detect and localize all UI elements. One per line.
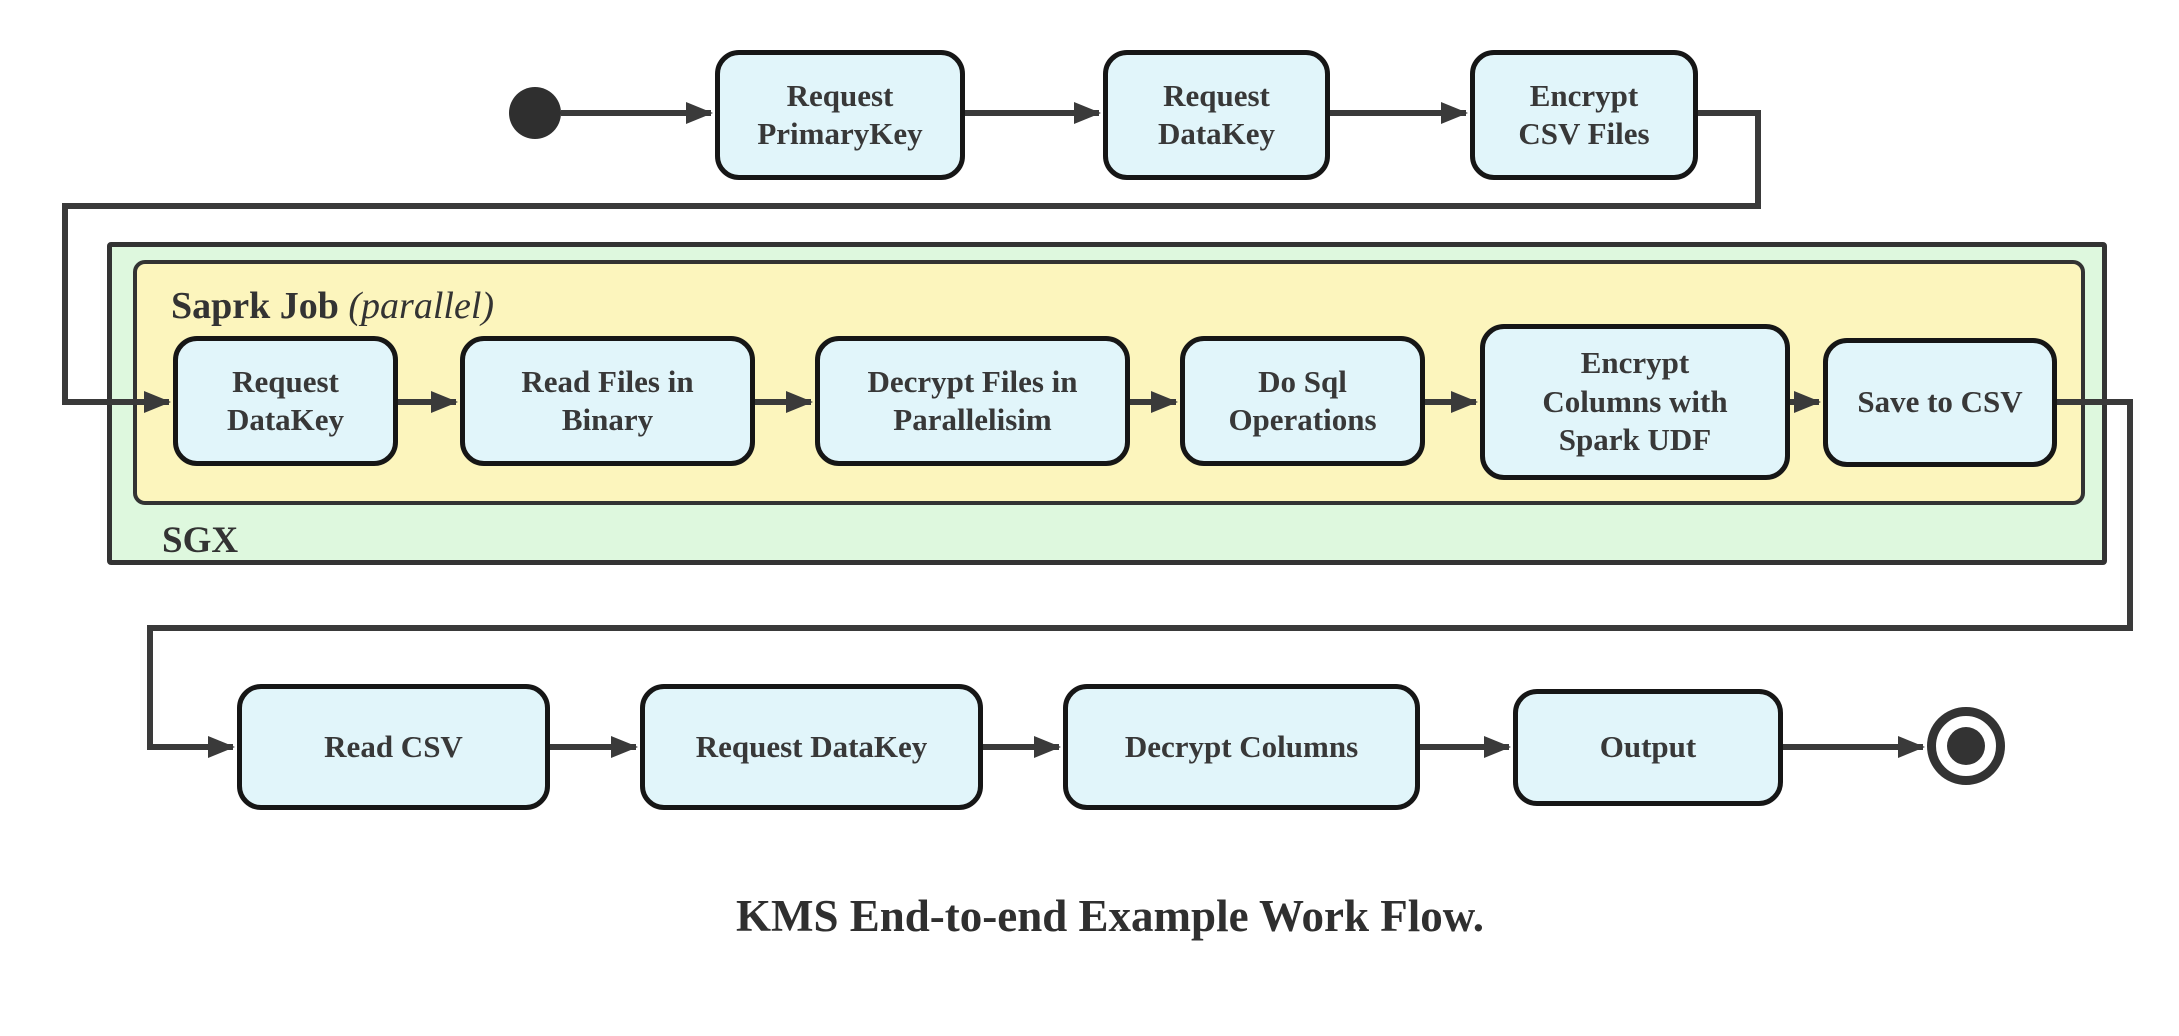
node-label-line: Read Files in	[521, 363, 694, 399]
node-encrypt-csv-files: Encrypt CSV Files	[1470, 50, 1698, 180]
node-bottom-request-datakey: Request DataKey	[640, 684, 983, 810]
node-label-line: DataKey	[1157, 116, 1276, 151]
spark-job-label-bold: Saprk Job	[171, 285, 339, 327]
node-label-line: Encrypt	[1529, 77, 1639, 113]
node-label-line: Spark UDF	[1558, 422, 1712, 458]
node-label-line: Decrypt Files in	[867, 363, 1078, 399]
node-output: Output	[1513, 689, 1783, 806]
node-encrypt-columns-with-spark-udf: Encrypt Columns with Spark UDF	[1480, 324, 1790, 480]
node-label-line: Read CSV	[324, 728, 463, 764]
node-label-line: Output	[1599, 729, 1697, 765]
node-label-line: DataKey	[226, 402, 345, 437]
node-label-line: Request DataKey	[695, 728, 928, 764]
node-label-line: Encrypt	[1580, 345, 1690, 381]
node-label-line: Binary	[561, 402, 654, 437]
node-label-line: Columns with	[1542, 383, 1728, 419]
node-read-csv: Read CSV	[237, 684, 550, 810]
node-label-line: Do Sql	[1258, 363, 1347, 399]
node-label-line: PrimaryKey	[757, 116, 923, 151]
node-decrypt-columns: Decrypt Columns	[1063, 684, 1420, 810]
node-sgx-request-datakey: Request DataKey	[173, 336, 398, 466]
node-label-line: Decrypt Columns	[1124, 728, 1359, 764]
node-label-line: Request	[1163, 77, 1270, 113]
node-request-datakey-top: Request DataKey	[1103, 50, 1330, 180]
node-request-primarykey: Request PrimaryKey	[715, 50, 965, 180]
node-label-line: Operations	[1228, 402, 1377, 437]
start-state-icon	[509, 87, 561, 139]
diagram-caption: KMS End-to-end Example Work Flow.	[735, 891, 1484, 941]
spark-job-label: Saprk Job (parallel)	[171, 284, 494, 328]
node-do-sql-operations: Do Sql Operations	[1180, 336, 1425, 466]
node-label-line: CSV Files	[1518, 116, 1650, 151]
node-label-line: Request	[232, 363, 339, 399]
node-label-line: Request	[786, 77, 894, 113]
node-decrypt-files-in-parallelisim: Decrypt Files in Parallelisim	[815, 336, 1130, 466]
final-state-inner-dot	[1947, 727, 1985, 765]
node-label-line: Save to CSV	[1857, 384, 2023, 420]
node-label-line: Parallelisim	[893, 402, 1052, 437]
final-state-icon	[1927, 707, 2005, 785]
sgx-label: SGX	[162, 520, 239, 561]
node-save-to-csv: Save to CSV	[1823, 338, 2057, 467]
node-read-files-in-binary: Read Files in Binary	[460, 336, 755, 466]
spark-job-label-italic: (parallel)	[348, 285, 495, 327]
